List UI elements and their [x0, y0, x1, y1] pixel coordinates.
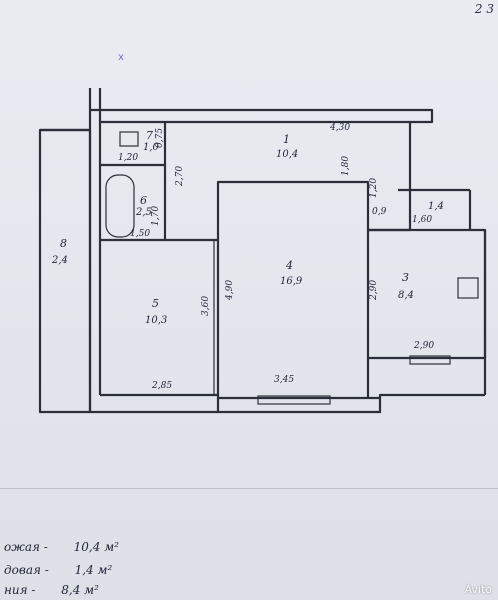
dim-room4-width: 3,45 [274, 375, 295, 385]
stamp-mark: x [118, 52, 124, 63]
dim-wc-side: 0,75 [155, 127, 165, 148]
dim-room5-width: 2,85 [152, 381, 173, 391]
room-1-number: 1 [283, 133, 290, 146]
paper-fold-line [0, 488, 498, 489]
dim-room4-height: 4,90 [225, 279, 235, 300]
outer-wall [40, 128, 485, 414]
room-4-area: 16,9 [280, 276, 303, 287]
legend-value: 8,4 м² [61, 583, 99, 597]
dim-entry-height: 1,20 [369, 177, 379, 198]
room-5-number: 5 [152, 297, 159, 310]
toilet [119, 131, 139, 147]
room-8-area: 2,4 [52, 255, 68, 266]
room-3-window [409, 355, 451, 365]
legend-value: 1,4 м² [74, 563, 113, 577]
legend-line-3: ния - 8,4 м² [4, 583, 99, 597]
room-3-area: 8,4 [398, 290, 414, 301]
dim-storage-depth: 0,9 [372, 207, 387, 217]
bathtub [105, 174, 135, 238]
dim-bath-height: 2,70 [175, 165, 185, 186]
dim-room3-width: 2,90 [414, 341, 435, 351]
legend-label: ожая [4, 540, 40, 554]
room-1-area: 10,4 [276, 149, 299, 160]
legend-line-2: довая - 1,4 м² [4, 563, 113, 577]
room-3-walls [368, 228, 487, 360]
legend-line-1: ожая - 10,4 м² [4, 540, 119, 554]
room-7-area: 1,0 [143, 142, 159, 153]
dim-corridor-length: 4,30 [330, 123, 351, 133]
watermark-logo: Avito [464, 583, 493, 596]
room-7-number: 7 [146, 129, 153, 142]
dim-room3-height: 2,90 [369, 279, 379, 300]
dim-bath-side: 1,70 [151, 205, 161, 226]
dim-room5-height: 3,60 [201, 295, 211, 316]
room-6-area: 2,5 [136, 207, 152, 218]
room-6-number: 6 [140, 194, 147, 207]
room-8-number: 8 [60, 237, 67, 250]
dim-wc-width: 1,20 [118, 153, 139, 163]
legend-value: 10,4 м² [73, 540, 119, 554]
legend-label: ния [4, 583, 28, 597]
room-5-area: 10,3 [145, 315, 168, 326]
room-4-number: 4 [286, 259, 293, 272]
legend-label: довая [4, 563, 41, 577]
room-4-window [257, 395, 331, 405]
dim-corridor-width: 1,80 [341, 155, 351, 176]
corner-mark: 2 3 [474, 2, 494, 16]
corridor-top-wall [90, 108, 434, 124]
balcony-outline [38, 128, 92, 414]
dim-storage-width: 1,60 [412, 215, 433, 225]
dim-bath-width: 1,50 [130, 229, 151, 239]
storage-area: 1,4 [428, 201, 444, 212]
stove [457, 277, 479, 299]
room-3-number: 3 [402, 271, 409, 284]
